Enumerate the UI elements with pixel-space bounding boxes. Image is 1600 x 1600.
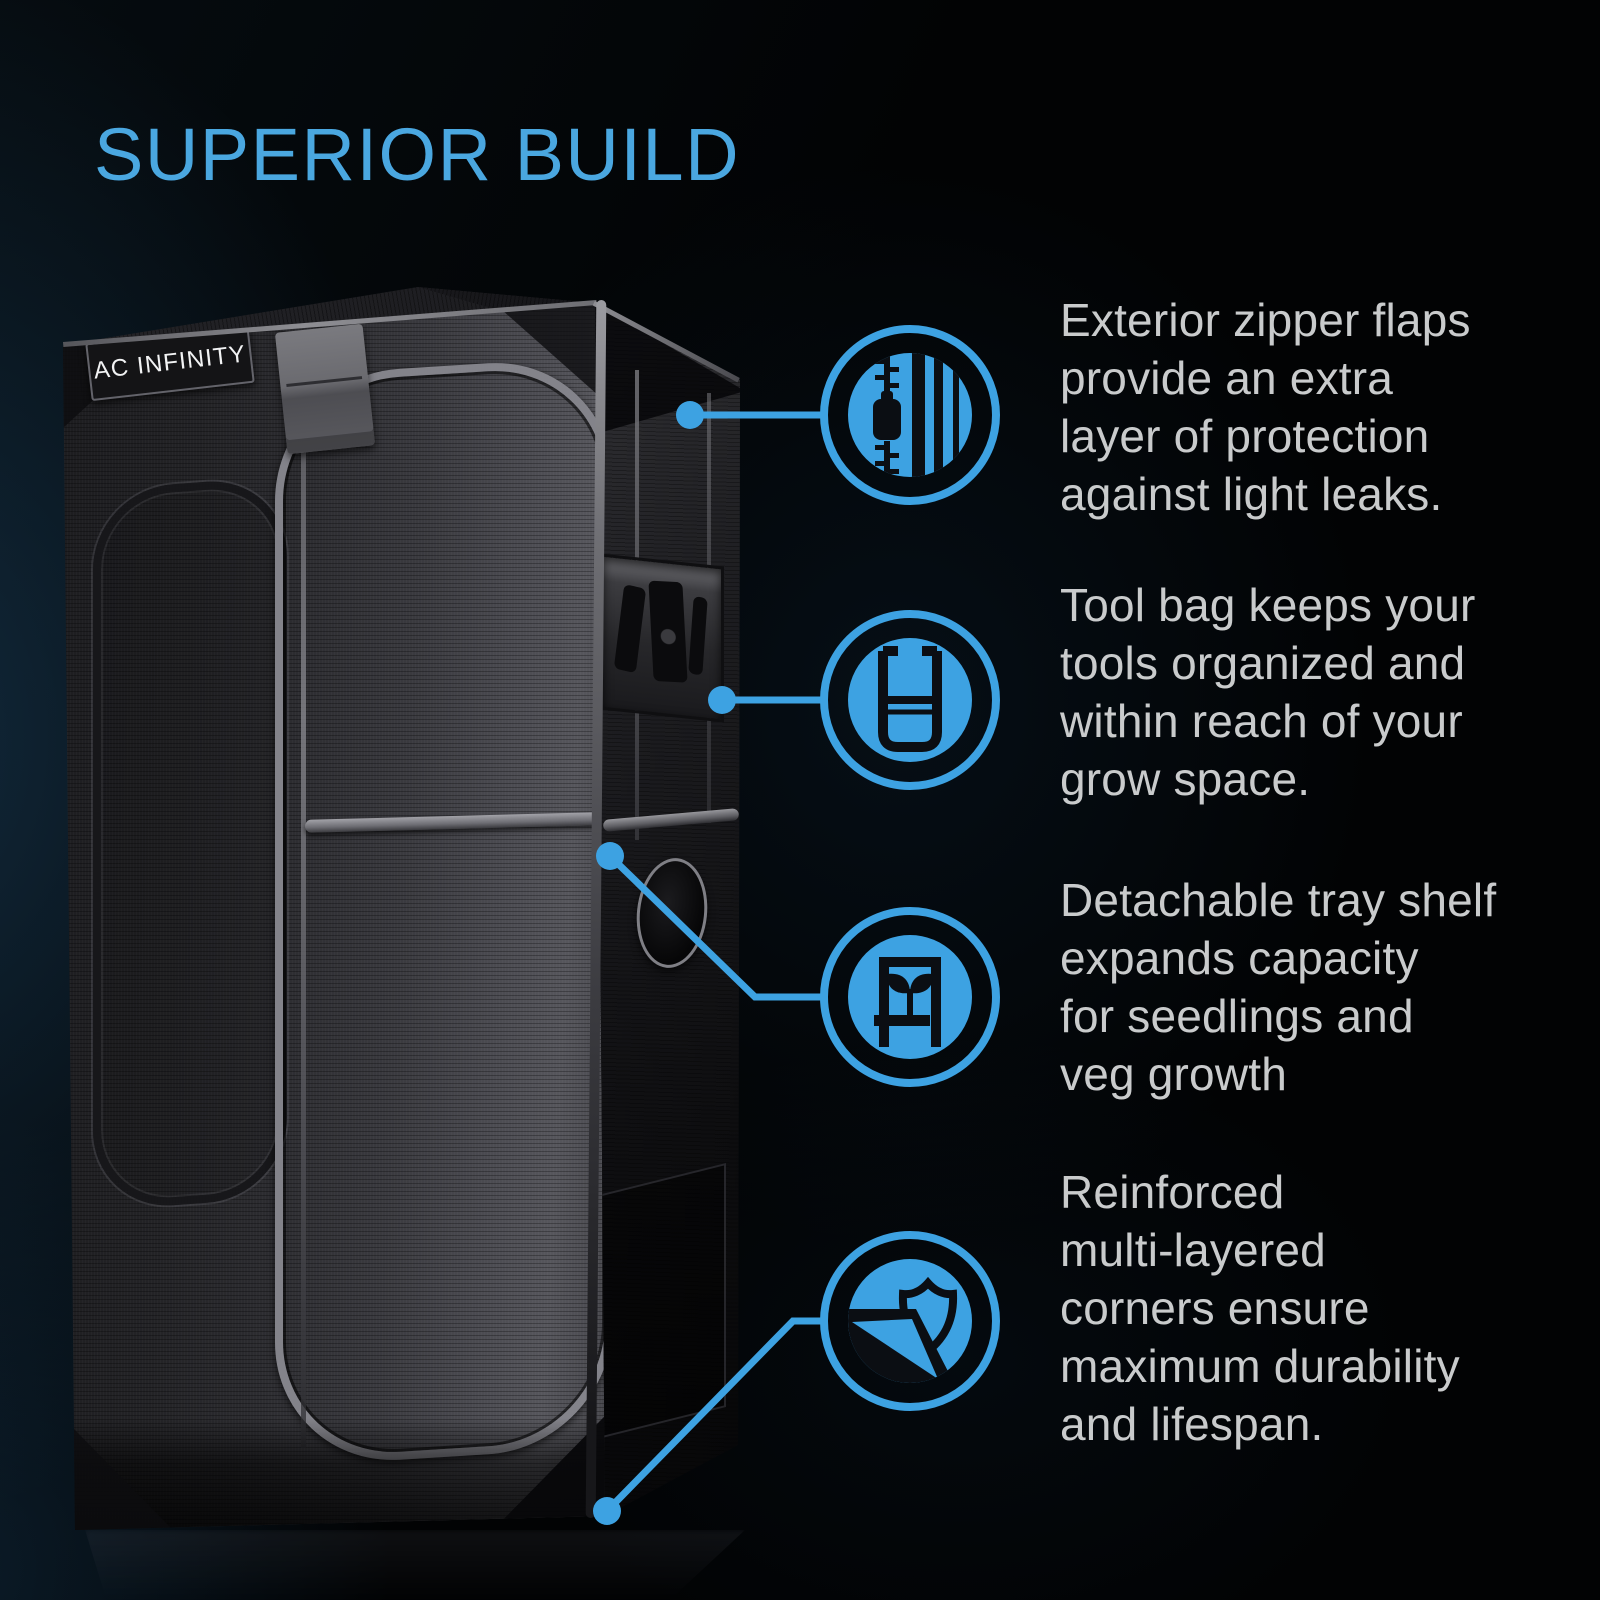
tray-shelf-pole-side <box>602 808 740 832</box>
tool-silhouette <box>648 580 688 683</box>
bottom-vent-panel <box>595 1163 726 1441</box>
vent-flap <box>274 323 376 455</box>
seedling-tray-icon-glyph <box>874 957 941 1047</box>
feature-text-tray-shelf: Detachable tray shelf expands capacity f… <box>1060 874 1497 1100</box>
page-title: SUPERIOR BUILD <box>94 113 741 196</box>
duct-port <box>631 854 713 972</box>
feature-text-reinforced-corners: Reinforced multi-layered corners ensure … <box>1060 1166 1460 1450</box>
left-door-piping <box>93 476 287 1211</box>
brand-badge-label: AC INFINITY <box>92 340 248 385</box>
feature-text-tool-bag: Tool bag keeps your tools organized and … <box>1060 579 1476 805</box>
shield-corner-icon <box>820 1231 1000 1411</box>
shield-corner-icon-glyph <box>848 1276 958 1383</box>
zipper-flaps-icon <box>820 325 1000 505</box>
zipper-icon-glyph <box>873 353 959 477</box>
tool-bag-icon-glyph <box>878 646 942 752</box>
center-zipper <box>301 408 306 1448</box>
tool-silhouette <box>613 584 647 674</box>
feature-text-zipper-flaps: Exterior zipper flaps provide an extra l… <box>1060 294 1471 520</box>
tool-bag-icon <box>820 610 1000 790</box>
side-corner-patch <box>595 303 740 435</box>
tool-bag-pocket <box>600 553 724 723</box>
grow-tent-product-image: AC INFINITY <box>55 278 745 1600</box>
seedling-tray-icon <box>820 907 1000 1087</box>
tent-front-panel: AC INFINITY <box>63 303 605 1530</box>
floor-reflection <box>85 1530 745 1600</box>
right-door-piping <box>275 355 605 1468</box>
tool-silhouette <box>688 595 708 676</box>
